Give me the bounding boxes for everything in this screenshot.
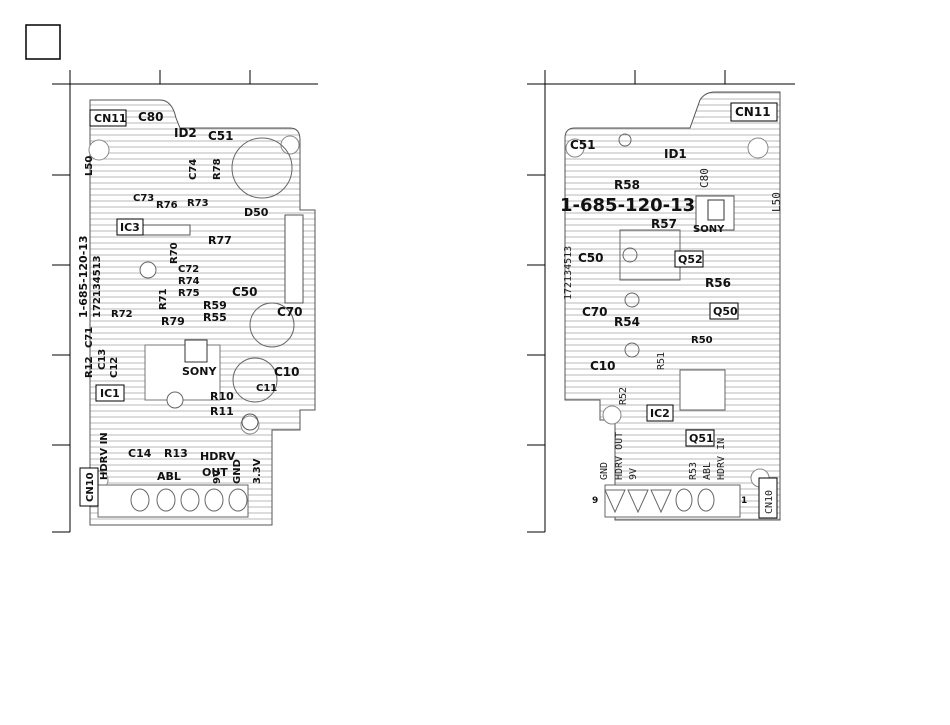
label-r79: R79 [161, 315, 185, 328]
label-c50: C50 [232, 285, 258, 299]
label-out: OUT [202, 466, 228, 479]
r-label-r54: R54 [614, 315, 640, 329]
r-label-c70: C70 [582, 305, 608, 319]
label-r78: R78 [212, 158, 223, 180]
r-label-pin9: 9 [592, 496, 598, 506]
r-label-r52: R52 [618, 387, 629, 405]
label-r73: R73 [187, 198, 209, 209]
label-9v: 9V [212, 469, 223, 484]
label-r72: R72 [111, 309, 133, 320]
label-c14: C14 [128, 447, 152, 460]
label-l50: L50 [84, 156, 95, 176]
label-ic1: IC1 [100, 387, 120, 400]
right-labels: CN11 C51 ID1 R58 1-685-120-13 C80 L50 SO… [560, 102, 783, 519]
r-label-l50: L50 [770, 192, 783, 212]
r-label-gnd: GND [599, 462, 610, 480]
label-serial: 172134513 [92, 255, 103, 318]
label-cn11: CN11 [94, 112, 127, 125]
r-label-hdrv-out: HDRV OUT [614, 432, 625, 480]
label-r77: R77 [208, 234, 232, 247]
r-label-serial: 172134513 [563, 246, 574, 300]
left-labels: CN11 C80 ID2 C51 L50 C74 R78 C73 R76 R73… [77, 109, 303, 507]
label-c73: C73 [133, 193, 154, 204]
label-r75: R75 [178, 288, 200, 299]
r-label-abl: ABL [702, 462, 713, 480]
r-label-id1: ID1 [664, 147, 687, 161]
label-hdrv-in: HDRV IN [99, 432, 110, 480]
label-c72: C72 [178, 264, 199, 275]
label-ic3: IC3 [120, 221, 140, 234]
label-c71: C71 [84, 327, 95, 348]
r-label-r57: R57 [651, 217, 677, 231]
cn11-box [89, 109, 127, 127]
label-c51: C51 [208, 129, 234, 143]
r-label-r53: R53 [688, 462, 699, 480]
label-hdrv: HDRV [200, 450, 236, 463]
label-cn10: CN10 [85, 472, 96, 502]
label-c12: C12 [109, 357, 120, 378]
r-label-q50: Q50 [713, 305, 738, 318]
r-cn10-box [758, 477, 778, 519]
r-label-r50: R50 [691, 335, 713, 346]
label-c11: C11 [256, 383, 277, 394]
label-gnd: GND [232, 459, 243, 484]
left-board-outline [89, 99, 316, 526]
r-q51-box [685, 429, 715, 447]
r-label-q52: Q52 [678, 253, 703, 266]
r-label-q51: Q51 [689, 432, 714, 445]
r-label-9v: 9V [628, 468, 639, 480]
r-cn11-box [730, 102, 778, 122]
label-c80: C80 [138, 110, 164, 124]
r-label-partno: 1-685-120-13 [560, 195, 695, 216]
r-label-hdrv-in: HDRV IN [716, 438, 727, 480]
r-label-cn11: CN11 [735, 105, 771, 119]
label-r76: R76 [156, 200, 178, 211]
label-3v3: 3.3V [252, 458, 263, 484]
label-r70: R70 [169, 242, 180, 264]
r-q50-box [709, 302, 739, 320]
r-ic2-box [646, 404, 674, 422]
left-frame [52, 70, 318, 533]
r-label-ic2: IC2 [650, 407, 670, 420]
label-id2: ID2 [174, 126, 197, 140]
label-sony: SONY [182, 365, 217, 378]
r-label-cn10: CN10 [764, 490, 775, 514]
label-c10: C10 [274, 365, 300, 379]
label-r71: R71 [158, 288, 169, 310]
r-label-r51: R51 [656, 352, 667, 370]
label-r10: R10 [210, 390, 234, 403]
label-c13: C13 [97, 349, 108, 370]
label-r74: R74 [178, 276, 200, 287]
label-r13: R13 [164, 447, 188, 460]
label-r12: R12 [84, 356, 95, 378]
label-r11: R11 [210, 405, 234, 418]
label-r55: R55 [203, 311, 227, 324]
label-abl: ABL [157, 470, 181, 483]
label-c70: C70 [277, 305, 303, 319]
cn10-box [79, 467, 99, 507]
label-d50: D50 [244, 206, 269, 219]
ic3-box [116, 218, 144, 236]
label-r59: R59 [203, 299, 227, 312]
r-label-c50: C50 [578, 251, 604, 265]
ic1-box [95, 384, 125, 402]
r-label-pin1: 1 [741, 496, 747, 506]
r-label-c80: C80 [698, 168, 711, 188]
r-label-r56: R56 [705, 276, 731, 290]
corner-box [25, 24, 61, 60]
r-label-r58: R58 [614, 178, 640, 192]
right-frame [527, 70, 795, 533]
r-label-c10: C10 [590, 359, 616, 373]
r-q52-box [674, 250, 704, 268]
r-label-c51: C51 [570, 138, 596, 152]
label-partno: 1-685-120-13 [77, 235, 90, 318]
r-label-sony: SONY [693, 224, 725, 235]
label-c74: C74 [188, 159, 199, 180]
